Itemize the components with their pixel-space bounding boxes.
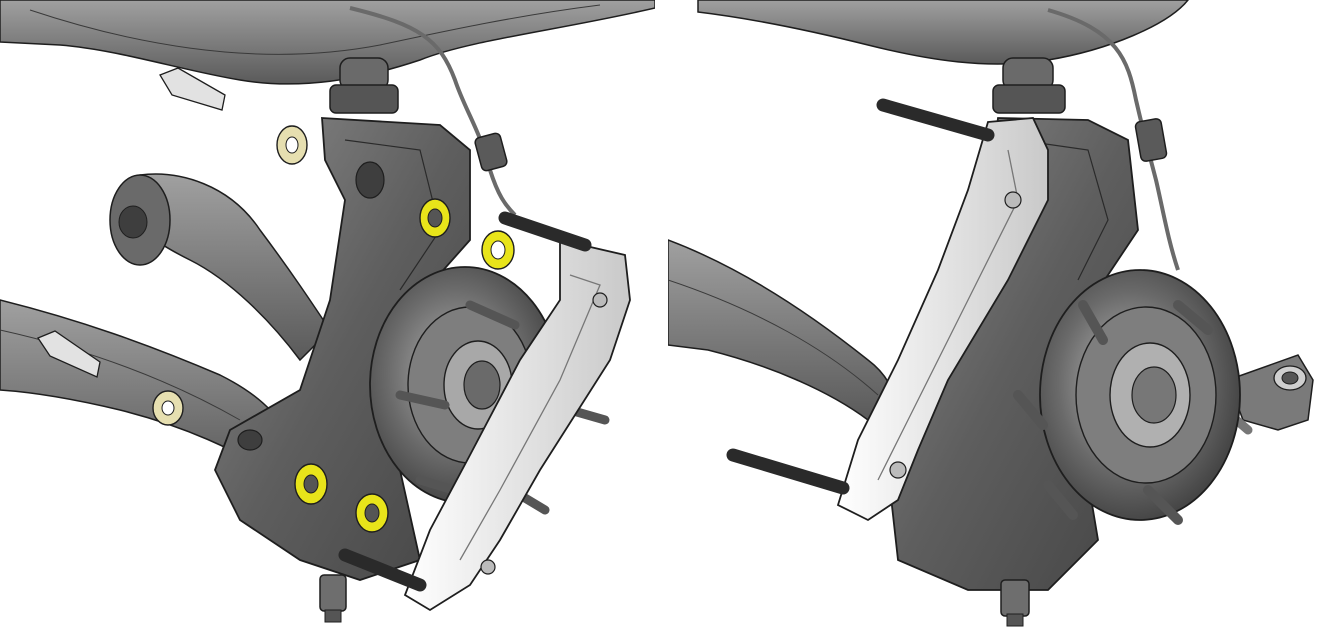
- assembled-view-illustration: [668, 0, 1314, 627]
- stud-icon: [338, 211, 592, 592]
- bolt-icon: [37, 67, 226, 378]
- lower-control-arm: [668, 239, 899, 421]
- upper-frame: [0, 0, 655, 85]
- wheel-studs: [1013, 300, 1213, 525]
- washer-icon: [152, 125, 308, 426]
- highlighted-washers: [294, 198, 515, 533]
- sensor-connector: [474, 132, 508, 172]
- upper-frame: [697, 0, 1189, 65]
- assembled-view-panel: [668, 0, 1323, 631]
- sensor-connector: [1134, 118, 1168, 162]
- hub-icon: [1039, 269, 1241, 521]
- exploded-view-illustration: [0, 0, 655, 623]
- lower-nut: [1000, 579, 1030, 627]
- ball-joint-upper: [992, 57, 1066, 114]
- bracket-icon: [403, 238, 631, 612]
- upper-control-arm: [109, 173, 331, 362]
- bracket-icon: [836, 117, 1049, 522]
- sensor-cable: [349, 6, 517, 217]
- ball-joint-upper: [329, 57, 399, 114]
- lower-nut: [319, 574, 347, 623]
- knuckle-icon: [214, 117, 471, 581]
- exploded-view-panel: [0, 0, 655, 631]
- stud-icon: [726, 98, 995, 495]
